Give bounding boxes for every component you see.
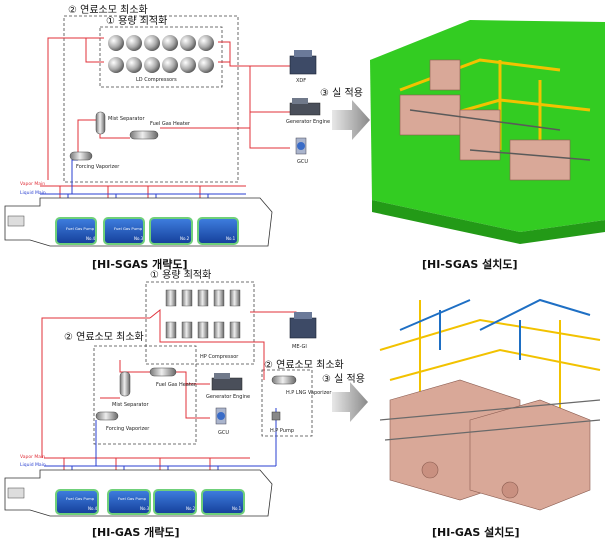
mist-separator-icon	[119, 371, 131, 397]
tank-label: No.1	[232, 506, 242, 511]
vapor-main-label: Vapor Main	[20, 181, 45, 187]
tank-label: No.2	[180, 236, 190, 241]
tank-label: No.4	[86, 236, 96, 241]
vapor-main-label: Vapor Main	[20, 454, 45, 460]
apply-label-bottom: ③ 실 적용	[322, 373, 365, 385]
forcing-vaporizer-icon	[69, 151, 93, 161]
generator-label: Generator Engine	[206, 394, 250, 400]
label-fuel-min: ② 연료소모 최소화	[68, 4, 148, 16]
ld-compressors	[108, 35, 214, 73]
caption-gas-install: [HI-GAS 설치도]	[432, 525, 520, 539]
apply-arrow-top	[332, 100, 370, 140]
cargo-tanks	[55, 489, 245, 515]
engine-label: XDF	[296, 78, 306, 84]
apply-arrow-bottom	[332, 382, 368, 422]
label-fuel-min-left: ② 연료소모 최소화	[64, 331, 144, 343]
fuel-gas-heater-icon	[149, 367, 177, 377]
capacity-opt-box	[99, 26, 223, 88]
apply-label-top: ③ 실 적용	[320, 87, 363, 99]
gcu-icon	[295, 137, 307, 155]
label-capacity-opt: ① 용량 최적화	[150, 269, 211, 281]
fuel-min-box-left	[93, 345, 197, 445]
engine-icon	[289, 50, 317, 75]
hp-vaporizer-icon	[271, 375, 297, 385]
mist-separator-label: Mist Separator	[108, 116, 145, 122]
pump-label: Fuel Gas Pump	[66, 496, 95, 501]
forcing-vaporizer-icon	[95, 411, 119, 421]
gas-installation-render	[379, 298, 601, 511]
hp-pump-label: H.P Pump	[270, 428, 294, 434]
compressor-label: LD Compressors	[136, 77, 177, 83]
pump-label: Fuel Gas Pump	[114, 226, 143, 231]
generator-engine-icon	[289, 98, 321, 116]
tank-label: No.2	[186, 506, 196, 511]
fuel-gas-heater-label: Fuel Gas Heater	[150, 121, 191, 127]
engine-icon	[289, 312, 317, 339]
sgas-installation-render	[370, 20, 605, 244]
mist-separator-icon	[95, 111, 106, 135]
forcing-vaporizer-label: Forcing Vaporizer	[76, 164, 120, 170]
caption-gas-schematic: [HI-GAS 개략도]	[92, 525, 180, 539]
caption-sgas-install: [HI-SGAS 설치도]	[422, 257, 518, 271]
liquid-main-label: Liquid Main	[20, 462, 46, 468]
hp-compressor-icon	[165, 289, 241, 339]
tank-label: No.3	[140, 506, 150, 511]
caption-sgas-schematic: [HI-SGAS 개략도]	[92, 257, 188, 271]
fuel-gas-heater-icon	[129, 130, 159, 140]
tank-label: No.1	[226, 236, 236, 241]
gcu-icon	[215, 407, 227, 425]
tank-label: No.3	[134, 236, 144, 241]
mist-separator-label: Mist Separator	[112, 402, 149, 408]
liquid-main-label: Liquid Main	[20, 190, 46, 196]
generator-engine-icon	[211, 373, 243, 391]
gcu-label: GCU	[297, 159, 308, 165]
forcing-vaporizer-label: Forcing Vaporizer	[106, 426, 150, 432]
pump-label: Fuel Gas Pump	[118, 496, 147, 501]
sgas-schematic: ② 연료소모 최소화 ① 용량 최적화 LD Compressors	[4, 4, 330, 247]
fuel-min-box-right	[261, 369, 313, 437]
generator-label: Generator Engine	[286, 119, 330, 125]
hp-vaporizer-label: H.P LNG Vaporizer	[286, 390, 332, 396]
pump-label: Fuel Gas Pump	[66, 226, 95, 231]
label-capacity-opt: ① 용량 최적화	[106, 15, 167, 27]
gas-schematic: ① 용량 최적화 ② 연료소모 최소화 ② 연료소모 최소화 HP Compre…	[4, 269, 344, 517]
label-fuel-min-right: ② 연료소모 최소화	[264, 359, 344, 371]
engine-label: ME-GI	[292, 344, 307, 350]
gcu-label: GCU	[218, 430, 229, 436]
tank-label: No.4	[88, 506, 98, 511]
fuel-gas-heater-label: Fuel Gas Heater	[156, 382, 197, 388]
cargo-tanks	[55, 217, 239, 245]
hp-compressor-label: HP Compressor	[200, 354, 239, 360]
hp-pump-icon	[271, 411, 281, 421]
fuel-min-box	[63, 15, 239, 183]
